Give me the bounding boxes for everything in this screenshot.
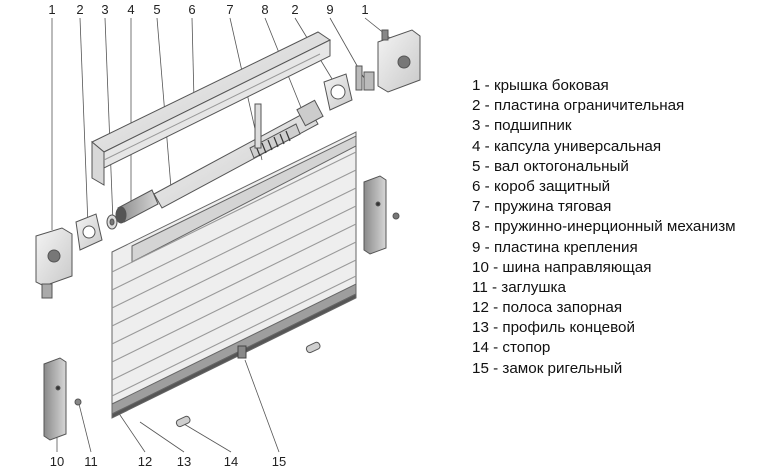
shutter-curtain: [111, 131, 357, 419]
callout-1: 1: [48, 2, 55, 17]
callout-7: 7: [226, 2, 233, 17]
callout-2: 2: [76, 2, 83, 17]
legend-item: 12 - полоса запорная: [472, 299, 623, 317]
callout-4: 4: [127, 2, 134, 17]
legend-item: 5 - вал октогональный: [472, 157, 629, 175]
callout-numbers-top: 1 2 3 4 5 6 7 8 2 9 1: [48, 2, 368, 17]
legend-item: 15 - замок ригельный: [472, 359, 623, 377]
callout-3: 3: [101, 2, 108, 17]
callout-13: 13: [177, 454, 191, 469]
callout-10: 10: [50, 454, 64, 469]
side-cover-right: [377, 29, 421, 93]
mounting-plate: [355, 65, 375, 91]
bearing: [106, 214, 118, 230]
guide-rail-right: [363, 175, 400, 255]
callout-1b: 1: [361, 2, 368, 17]
limiting-plate-left: [75, 213, 103, 251]
legend-item: 14 - стопор: [472, 339, 551, 357]
parts-legend: 1 - крышка боковая 2 - пластина ограничи…: [472, 76, 736, 379]
legend-item: 13 - профиль концевой: [472, 319, 635, 337]
end-caps: [74, 398, 82, 406]
callout-9: 9: [326, 2, 333, 17]
callout-12: 12: [138, 454, 152, 469]
legend-item: 1 - крышка боковая: [472, 77, 609, 94]
legend-item: 11 - заглушка: [472, 278, 566, 296]
callout-11: 11: [84, 454, 98, 469]
legend-item: 9 - пластина крепления: [472, 238, 638, 256]
octagonal-shaft: [153, 99, 324, 209]
universal-capsule: [115, 189, 159, 224]
callout-14: 14: [224, 454, 238, 469]
legend-item: 10 - шина направляющая: [472, 258, 652, 276]
legend-item: 7 - пружина тяговая: [472, 198, 612, 216]
callout-6: 6: [188, 2, 195, 17]
legend-item: 4 - капсула универсальная: [472, 137, 662, 155]
legend-item: 6 - короб защитный: [472, 177, 611, 195]
protective-box: [91, 31, 331, 186]
guide-rail-left: [43, 357, 67, 441]
legend-item: 2 - пластина ограничительная: [472, 97, 685, 115]
callout-numbers-bottom: 10 11 12 13 14 15: [50, 454, 286, 469]
limiting-plate-right: [323, 73, 353, 111]
callout-15: 15: [272, 454, 286, 469]
legend-item: 3 - подшипник: [472, 117, 572, 135]
callout-5: 5: [153, 2, 160, 17]
legend-item: 8 - пружинно-инерционный механизм: [472, 218, 736, 236]
callout-8: 8: [261, 2, 268, 17]
callout-2b: 2: [291, 2, 298, 17]
stoppers: [175, 341, 321, 428]
side-cover-left: [35, 227, 73, 299]
